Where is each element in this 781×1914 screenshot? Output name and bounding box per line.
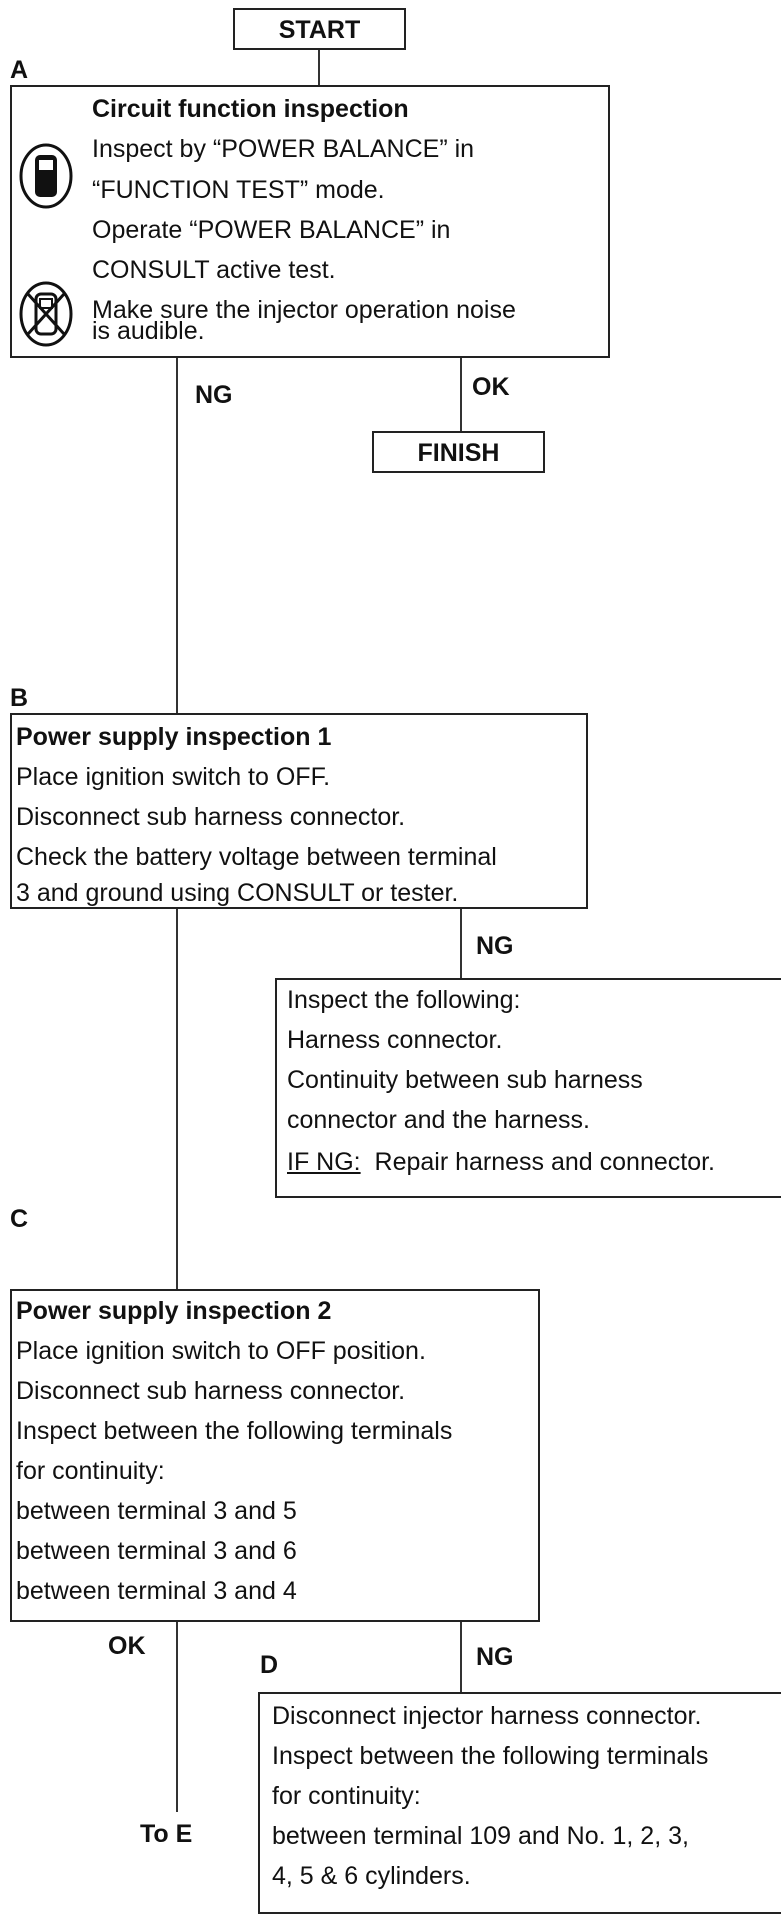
start-label: START xyxy=(278,16,361,44)
step-c-line-4: for continuity: xyxy=(16,1457,165,1485)
step-b-ng-repair-line: IF NG: Repair harness and connector. xyxy=(287,1150,781,1175)
step-c-line-1: Place ignition switch to OFF position. xyxy=(16,1337,426,1365)
step-d-line-2: Inspect between the following terminals xyxy=(272,1742,709,1770)
step-b-title: Power supply inspection 1 xyxy=(16,723,332,751)
start-terminal: START xyxy=(233,8,406,50)
step-a-line-4: CONSULT active test. xyxy=(92,256,336,284)
step-a-title: Circuit function inspection xyxy=(92,95,409,123)
step-c-line-5: between terminal 3 and 5 xyxy=(16,1497,297,1525)
connector-a-b xyxy=(176,358,178,713)
step-d-letter: D xyxy=(260,1651,279,1679)
connector-c-ok xyxy=(176,1622,178,1812)
step-c-letter: C xyxy=(10,1205,29,1233)
connector-a-finish xyxy=(460,358,462,431)
step-c-line-6: between terminal 3 and 6 xyxy=(16,1537,297,1565)
step-a-line-2: “FUNCTION TEST” mode. xyxy=(92,176,385,204)
step-d-line-3: for continuity: xyxy=(272,1782,421,1810)
step-a-line-5: Make sure the injector operation noise xyxy=(92,296,516,324)
step-d-line-1: Disconnect injector harness connector. xyxy=(272,1702,702,1730)
if-ng-label: IF NG: xyxy=(287,1148,361,1176)
finish-terminal: FINISH xyxy=(372,431,545,473)
connector-start-a xyxy=(318,50,320,85)
step-b-line-1: Place ignition switch to OFF. xyxy=(16,763,331,791)
step-b-ng-box: Inspect the following: Harness connector… xyxy=(275,978,781,1198)
step-d-line-4: between terminal 109 and No. 1, 2, 3, xyxy=(272,1822,689,1850)
step-b-box: Power supply inspection 1 Place ignition… xyxy=(10,713,588,909)
step-b-ng-line-2: Harness connector. xyxy=(287,1026,503,1054)
step-b-letter: B xyxy=(10,684,29,712)
step-a-line-6: is audible. xyxy=(92,317,205,345)
step-c-line-2: Disconnect sub harness connector. xyxy=(16,1377,406,1405)
connector-b-ng xyxy=(460,909,462,978)
step-c-box: Power supply inspection 2 Place ignition… xyxy=(10,1289,540,1622)
connector-c-d xyxy=(460,1622,462,1692)
step-c-ok-label: OK xyxy=(108,1632,146,1660)
step-d-box: Disconnect injector harness connector. I… xyxy=(258,1692,781,1914)
finish-label: FINISH xyxy=(417,439,500,467)
step-b-line-2: Disconnect sub harness connector. xyxy=(16,803,406,831)
step-c-ng-label: NG xyxy=(476,1643,514,1671)
step-b-ng-line-3: Continuity between sub harness xyxy=(287,1066,643,1094)
step-b-ng-label: NG xyxy=(476,932,514,960)
step-a-line-1: Inspect by “POWER BALANCE” in xyxy=(92,135,475,163)
step-c-line-3: Inspect between the following terminals xyxy=(16,1417,453,1445)
step-c-line-7: between terminal 3 and 4 xyxy=(16,1577,297,1605)
step-c-title: Power supply inspection 2 xyxy=(16,1297,332,1325)
step-b-line-4: 3 and ground using CONSULT or tester. xyxy=(16,879,459,907)
step-a-line-3: Operate “POWER BALANCE” in xyxy=(92,216,451,244)
step-d-line-5: 4, 5 & 6 cylinders. xyxy=(272,1862,471,1890)
step-b-line-3: Check the battery voltage between termin… xyxy=(16,843,497,871)
consult-tool-icon xyxy=(18,142,74,215)
no-consult-tool-icon xyxy=(18,280,74,353)
if-ng-text: Repair harness and connector. xyxy=(374,1148,716,1176)
step-b-ng-line-1: Inspect the following: xyxy=(287,986,521,1014)
step-a-ng-label: NG xyxy=(195,381,233,409)
step-a-letter: A xyxy=(10,56,29,84)
step-a-ok-label: OK xyxy=(472,373,510,401)
connector-b-c xyxy=(176,909,178,1289)
step-a-box: Circuit function inspection Inspect by “… xyxy=(10,85,610,358)
step-b-ng-line-4: connector and the harness. xyxy=(287,1106,590,1134)
to-e-label: To E xyxy=(140,1820,193,1848)
